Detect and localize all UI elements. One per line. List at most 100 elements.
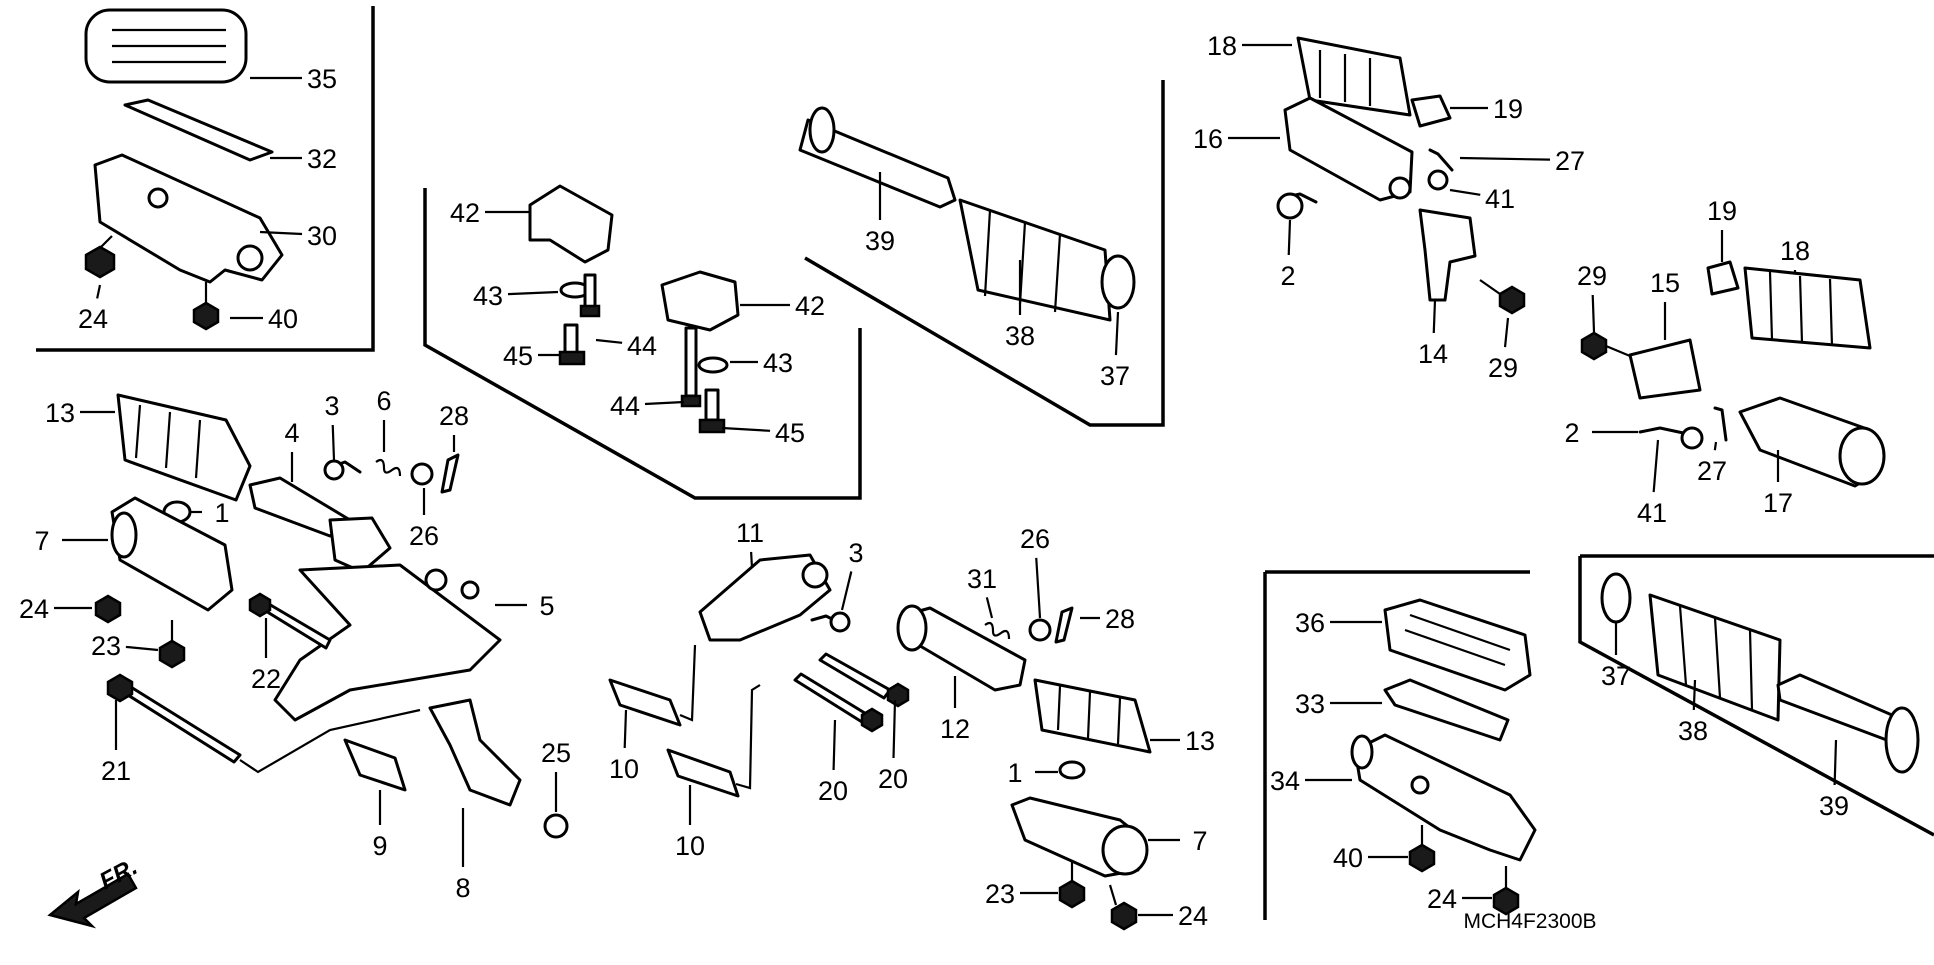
callout-42: 42	[450, 198, 480, 228]
callout-26: 26	[409, 521, 439, 551]
pin-39-top	[798, 118, 957, 209]
callout-11: 11	[736, 518, 764, 548]
callout-24: 24	[1178, 901, 1208, 931]
leader-20	[892, 699, 897, 759]
leader-3	[331, 424, 336, 461]
screw-45-right	[704, 388, 720, 422]
pipe-10-lower	[666, 748, 740, 798]
callout-42: 42	[795, 291, 825, 321]
callout-28: 28	[439, 401, 469, 431]
bolt-23-left	[158, 639, 186, 669]
callout-3: 3	[324, 391, 339, 421]
leader-37	[1114, 311, 1120, 356]
leader-44	[595, 338, 623, 344]
callout-1: 1	[1007, 758, 1022, 788]
top-right-footrest-group	[1276, 36, 1526, 315]
callout-2: 2	[1564, 418, 1579, 448]
callout-12: 12	[940, 714, 970, 744]
cotter-27-top	[1428, 148, 1454, 172]
bottom-right-footrest-group	[1350, 598, 1537, 916]
callout-10: 10	[609, 754, 639, 784]
bolt-23-middle	[1058, 879, 1086, 909]
callout-3: 3	[848, 538, 863, 568]
callout-43: 43	[763, 348, 793, 378]
bolt-40-top	[192, 301, 220, 331]
rubber-13-middle	[1033, 678, 1152, 754]
leader-11	[750, 551, 754, 569]
section-frames	[36, 6, 1934, 920]
callout-29: 29	[1577, 261, 1607, 291]
callout-44: 44	[627, 331, 657, 361]
grip-38-bottom	[1648, 593, 1782, 722]
clip-19-top	[1410, 94, 1452, 128]
pipe-9	[343, 738, 407, 792]
leader-45	[721, 426, 771, 432]
right-footrest-group	[1580, 260, 1886, 488]
bracket-11	[698, 553, 832, 642]
pipe-10-upper	[608, 678, 682, 727]
callout-41: 41	[1637, 498, 1667, 528]
callout-leaders	[54, 43, 1838, 917]
callout-37: 37	[1100, 361, 1130, 391]
callout-2: 2	[1280, 261, 1295, 291]
leader-27	[1459, 156, 1551, 161]
callout-10: 10	[675, 831, 705, 861]
leader-29	[1591, 294, 1596, 333]
top-pin-grip-group	[798, 106, 1136, 322]
callout-44: 44	[610, 391, 640, 421]
callout-41: 41	[1485, 184, 1515, 214]
bracket-42-right	[660, 270, 740, 332]
leader-41	[1449, 188, 1481, 196]
leader-23	[125, 645, 159, 652]
callout-19: 19	[1493, 94, 1523, 124]
leader-44	[644, 400, 685, 406]
footrest-bracket-30	[93, 153, 284, 284]
callout-23: 23	[985, 879, 1015, 909]
screw-44-left	[583, 273, 597, 309]
middle-lower-group	[608, 553, 1152, 931]
leader-39	[1833, 739, 1838, 786]
clip-19-right	[1706, 260, 1740, 296]
leader-27	[1713, 441, 1718, 451]
spring-31	[984, 621, 1011, 640]
callout-38: 38	[1005, 321, 1035, 351]
callout-4: 4	[284, 418, 299, 448]
callout-31: 31	[967, 564, 997, 594]
callout-16: 16	[1193, 124, 1223, 154]
leader-26	[1035, 557, 1042, 619]
collar-1-middle	[1058, 760, 1086, 780]
callout-25: 25	[541, 738, 571, 768]
callout-39: 39	[1819, 791, 1849, 821]
screw-44-right	[684, 326, 698, 398]
callout-15: 15	[1650, 268, 1680, 298]
callout-13: 13	[45, 398, 75, 428]
footrest-34	[1353, 733, 1537, 862]
callout-21: 21	[101, 756, 131, 786]
callout-32: 32	[307, 144, 337, 174]
spring-6	[375, 458, 402, 477]
leader-3	[840, 571, 853, 611]
ring-37-top	[1100, 254, 1136, 310]
bolt-40-bottom	[1408, 843, 1436, 873]
leader-29	[1503, 317, 1510, 348]
plate-8	[428, 698, 522, 807]
callout-9: 9	[372, 831, 387, 861]
callout-34: 34	[1270, 766, 1300, 796]
callout-24: 24	[19, 594, 49, 624]
leader-24	[96, 284, 102, 299]
callout-6: 6	[376, 386, 391, 416]
callout-36: 36	[1295, 608, 1325, 638]
bolt-24-left	[94, 594, 122, 624]
rubber-13-left	[116, 393, 252, 502]
callout-22: 22	[251, 664, 281, 694]
cotter-28-middle	[1054, 606, 1074, 644]
callout-30: 30	[307, 221, 337, 251]
front-direction-arrow: FR.	[47, 853, 142, 929]
leader-43	[507, 290, 559, 296]
bottom-right-pin-group	[1600, 572, 1920, 774]
callout-45: 45	[503, 341, 533, 371]
rubber-18-top	[1296, 36, 1412, 117]
cotter-27-right	[1713, 406, 1728, 442]
callout-5: 5	[539, 591, 554, 621]
